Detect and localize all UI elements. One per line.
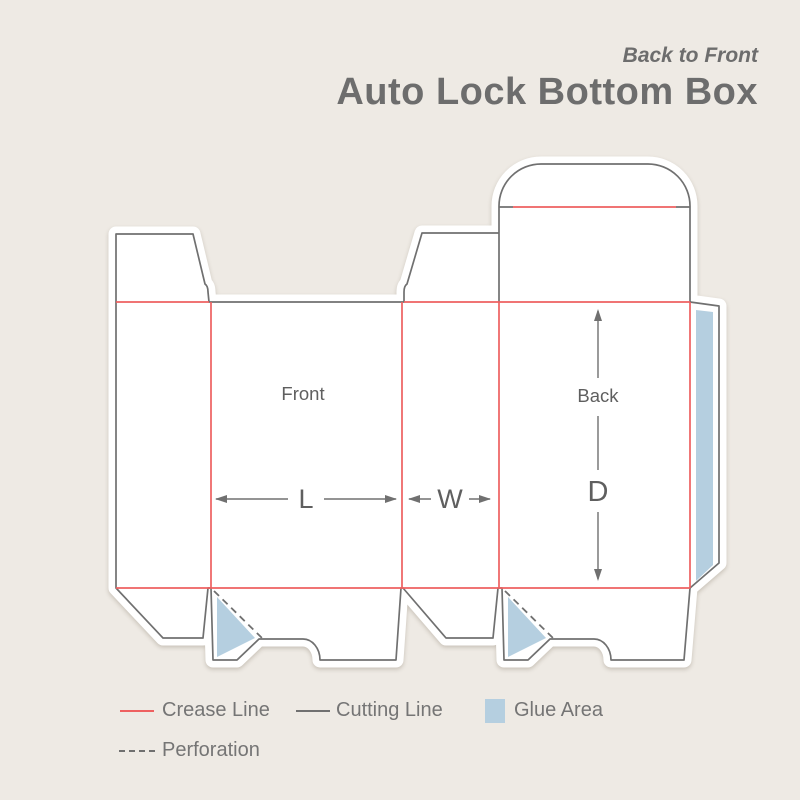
length-dimension-label: L: [298, 484, 313, 514]
depth-dimension-label: D: [588, 476, 609, 508]
width-dimension-label: W: [437, 484, 463, 514]
back-panel-label: Back: [577, 385, 619, 406]
width-arrowhead-right: [479, 495, 491, 503]
dimension-arrows: [215, 309, 602, 581]
legend-label-cutting: Cutting Line: [336, 699, 443, 721]
legend-label-perforation: Perforation: [162, 739, 260, 761]
front-panel-label: Front: [281, 383, 324, 404]
page-subtitle: Back to Front: [622, 44, 758, 67]
width-arrowhead-left: [408, 495, 420, 503]
crease-line-swatch: [120, 710, 154, 712]
perforation-swatch: [119, 750, 155, 752]
cutting-line-swatch: [296, 710, 330, 712]
cutting-lines: [115, 163, 720, 661]
page-header: Back to Front Auto Lock Bottom Box: [336, 44, 758, 114]
glue-area-swatch: [485, 699, 505, 723]
length-arrowhead-right: [385, 495, 397, 503]
glue-area-back-flap: [508, 597, 546, 657]
length-arrowhead-left: [215, 495, 227, 503]
page-title: Auto Lock Bottom Box: [336, 71, 758, 113]
legend-label-glue: Glue Area: [514, 699, 603, 721]
crease-lines: [116, 206, 691, 589]
legend-label-crease: Crease Line: [162, 699, 270, 721]
glue-area-front-flap: [217, 597, 255, 657]
card-silhouette: [108, 156, 727, 668]
depth-arrowhead-bottom: [594, 569, 602, 581]
glue-area-side-flap: [696, 310, 713, 581]
depth-arrowhead-top: [594, 309, 602, 321]
glue-areas: [217, 310, 713, 657]
